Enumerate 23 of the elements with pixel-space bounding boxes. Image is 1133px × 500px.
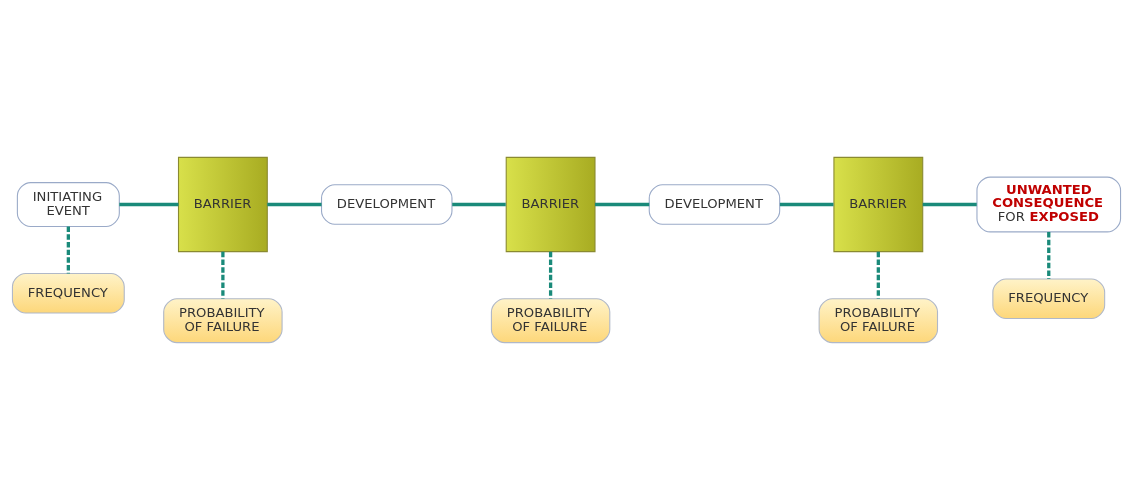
node-box: FREQUENCY <box>11 273 125 314</box>
connector <box>779 202 834 207</box>
node-box: INITIATING EVENT <box>16 182 120 227</box>
connector <box>66 226 70 274</box>
connector <box>1047 232 1051 279</box>
connector <box>548 251 553 299</box>
node-box: PROBABILITY OF FAILURE <box>490 298 611 344</box>
node-box: DEVELOPMENT <box>648 184 781 225</box>
connector <box>119 202 179 207</box>
connector <box>452 202 506 207</box>
connector <box>267 202 322 207</box>
node-box: PROBABILITY OF FAILURE <box>163 298 283 344</box>
connector <box>595 202 650 207</box>
connector <box>876 251 880 299</box>
node-box: PROBABILITY OF FAILURE <box>818 298 939 344</box>
node-box: FREQUENCY <box>992 278 1106 320</box>
node-box: DEVELOPMENT <box>320 184 453 225</box>
connector <box>221 251 225 299</box>
connector <box>922 202 977 207</box>
node-box: UNWANTED CONSEQUENCE FOR EXPOSED <box>976 176 1122 233</box>
node-box: BARRIER <box>505 156 596 253</box>
node-box: BARRIER <box>833 156 924 253</box>
node-box: BARRIER <box>177 156 268 253</box>
